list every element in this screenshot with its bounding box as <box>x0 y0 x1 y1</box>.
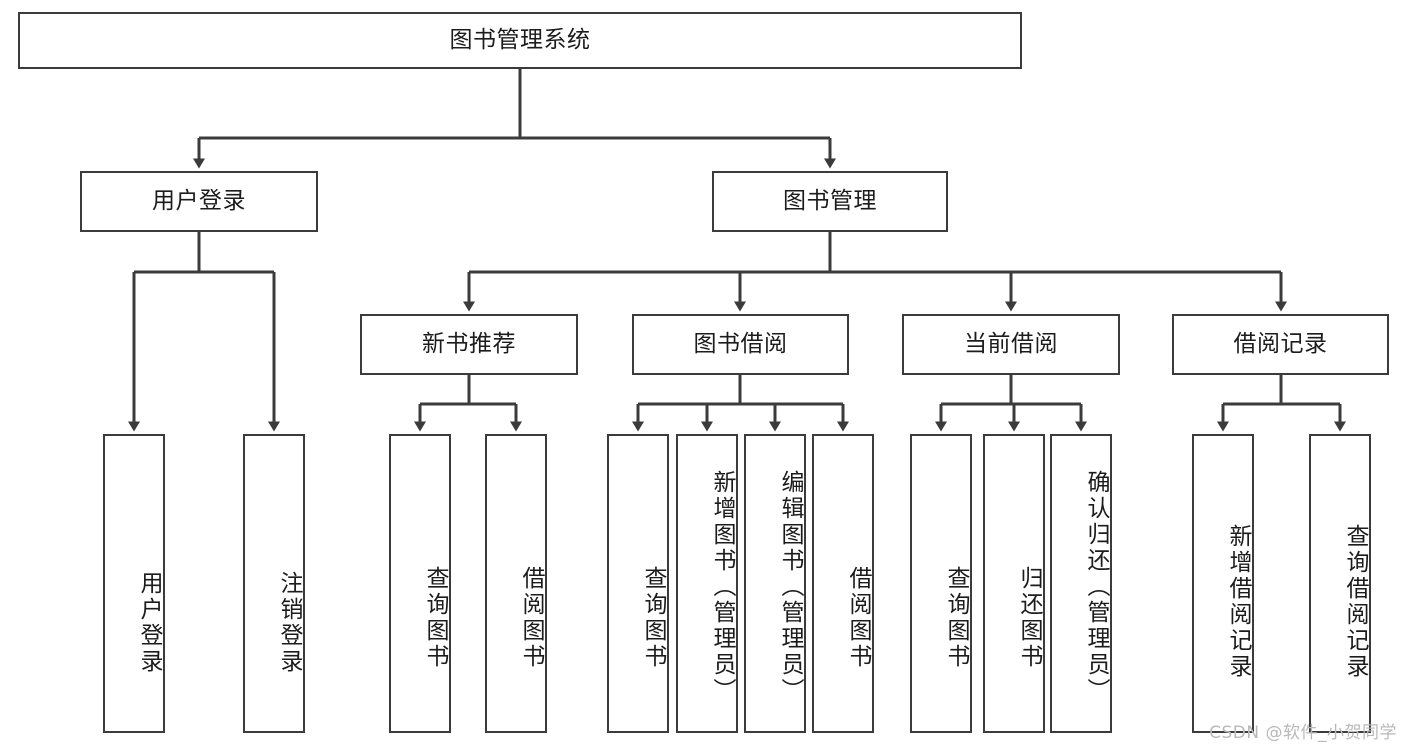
node-current-borrow[interactable]: 当前借阅 <box>902 314 1120 375</box>
csdn-watermark: CSDN @软件_小贺同学 <box>1209 723 1397 743</box>
node-new-book-recommend[interactable]: 新书推荐 <box>360 314 578 375</box>
node-label: 归还图书 <box>1016 565 1042 670</box>
node-root-system[interactable]: 图书管理系统 <box>18 12 1022 69</box>
node-book-manage[interactable]: 图书管理 <box>712 171 948 232</box>
node-leaf-user-login[interactable]: 用户登录 <box>103 434 165 733</box>
node-label: 用户登录 <box>136 570 162 675</box>
node-label: 编辑图书（管理员） <box>777 469 803 704</box>
node-label: 图书管理系统 <box>449 26 591 53</box>
node-leaf-add-book-admin[interactable]: 新增图书（管理员） <box>676 434 738 733</box>
node-label: 借阅图书 <box>845 565 871 670</box>
node-label: 新书推荐 <box>422 330 516 357</box>
node-label: 查询图书 <box>640 565 666 670</box>
node-label: 查询图书 <box>943 565 969 670</box>
node-label: 注销登录 <box>276 570 302 675</box>
node-leaf-query-book-borrow[interactable]: 查询图书 <box>607 434 669 733</box>
node-label: 查询借阅记录 <box>1342 523 1368 680</box>
node-leaf-borrow-book-rec[interactable]: 借阅图书 <box>485 434 547 733</box>
node-label: 新增借阅记录 <box>1225 523 1251 680</box>
node-leaf-query-book-rec[interactable]: 查询图书 <box>389 434 451 733</box>
node-leaf-add-borrow-record[interactable]: 新增借阅记录 <box>1192 434 1254 733</box>
node-label: 用户登录 <box>152 187 246 214</box>
node-leaf-confirm-return-admin[interactable]: 确认归还（管理员） <box>1050 434 1112 733</box>
node-label: 当前借阅 <box>964 330 1058 357</box>
node-label: 借阅记录 <box>1233 330 1328 357</box>
node-borrow-record[interactable]: 借阅记录 <box>1172 314 1389 375</box>
node-label: 借阅图书 <box>518 565 544 670</box>
node-user-login[interactable]: 用户登录 <box>80 171 318 232</box>
node-book-borrow[interactable]: 图书借阅 <box>632 314 849 375</box>
node-label: 确认归还（管理员） <box>1083 469 1109 704</box>
node-label: 查询图书 <box>422 565 448 670</box>
node-label: 图书管理 <box>783 187 877 214</box>
node-leaf-return-book[interactable]: 归还图书 <box>983 434 1045 733</box>
node-leaf-query-book-cur[interactable]: 查询图书 <box>910 434 972 733</box>
node-leaf-query-borrow-record[interactable]: 查询借阅记录 <box>1309 434 1371 733</box>
node-label: 图书借阅 <box>693 330 788 357</box>
node-leaf-borrow-book[interactable]: 借阅图书 <box>812 434 874 733</box>
node-leaf-edit-book-admin[interactable]: 编辑图书（管理员） <box>744 434 806 733</box>
node-label: 新增图书（管理员） <box>709 469 735 704</box>
node-leaf-user-logout[interactable]: 注销登录 <box>243 434 305 733</box>
